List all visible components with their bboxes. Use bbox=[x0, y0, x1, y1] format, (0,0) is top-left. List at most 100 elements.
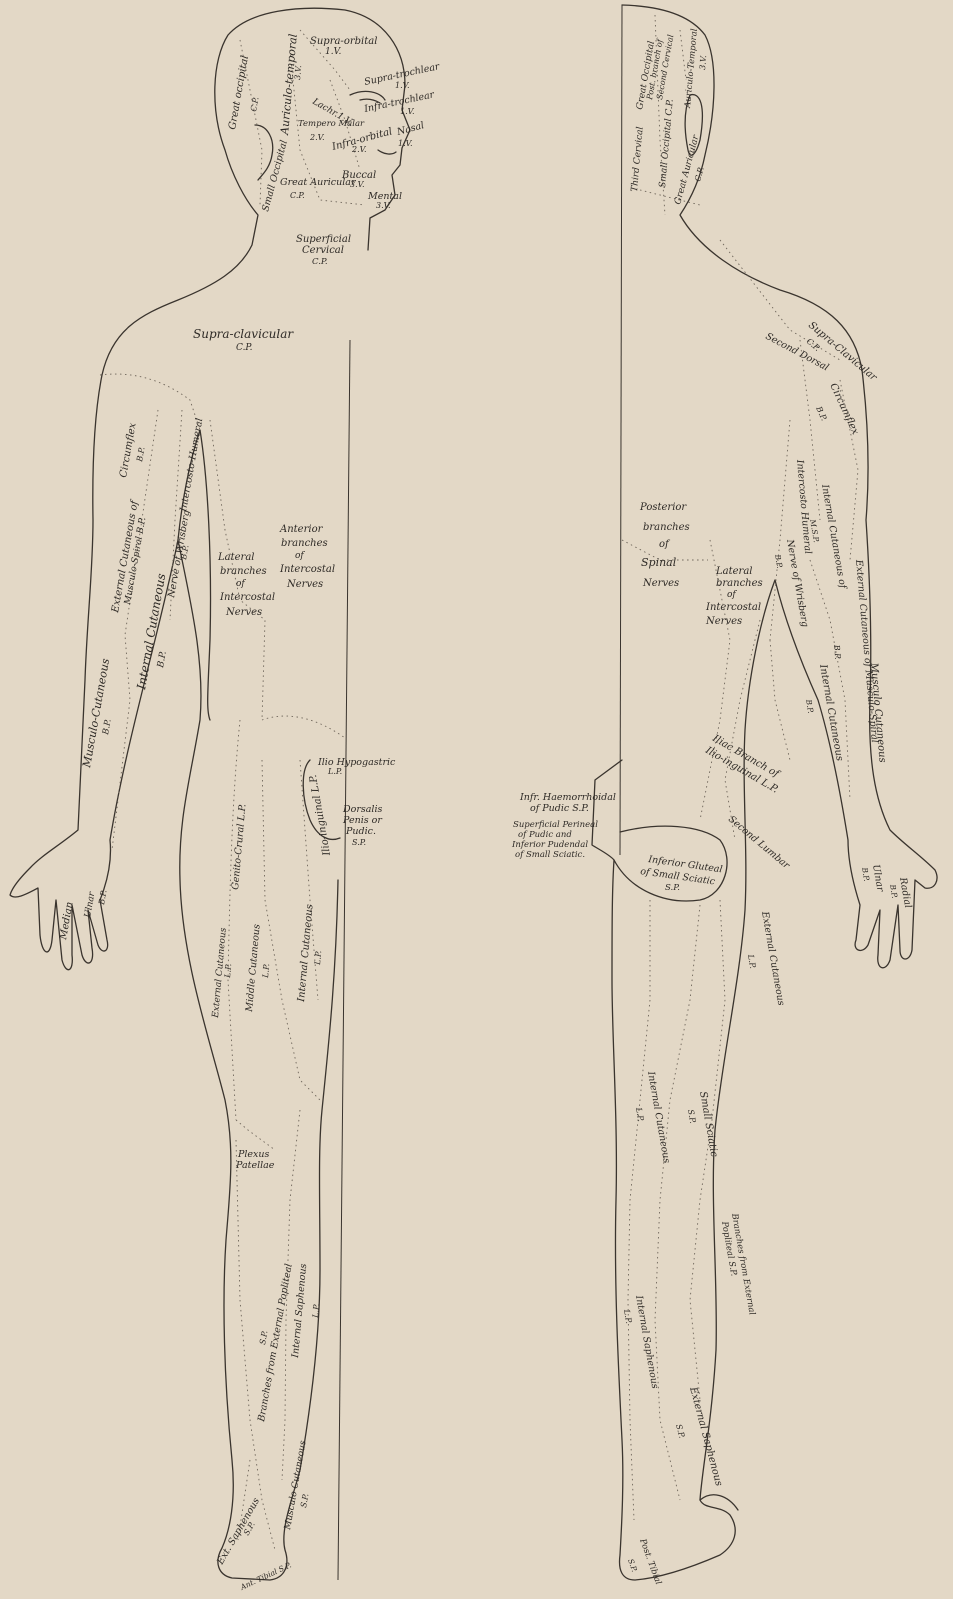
label-back-posterior-branches-2: branches bbox=[643, 522, 690, 533]
label-supra-clavicular-code: C.P. bbox=[236, 343, 253, 353]
label-back-posterior-branches: Posterior bbox=[639, 502, 687, 513]
label-great-occipital: Great occipital bbox=[227, 55, 251, 131]
label-intercosto-humeral: Intercosto-Humeral bbox=[178, 417, 205, 513]
label-nerve-of-wrisberg-code: B.P. bbox=[179, 544, 191, 561]
label-back-superficial-perineal-4: of Small Sciatic. bbox=[515, 850, 585, 860]
label-back-inf-haemorrhoidal: Infr. Haemorrhoidal bbox=[519, 792, 616, 803]
label-internal-cutaneous-thigh-code: L.P. bbox=[313, 950, 323, 966]
label-back-circumflex: Circumflex bbox=[827, 382, 861, 437]
label-back-external-cutaneous-ms-code: B.P. bbox=[832, 643, 842, 659]
back-midline bbox=[620, 5, 622, 855]
label-back-superficial-perineal-2: of Pudic and bbox=[518, 830, 572, 840]
label-back-post-tibial-code: S.P. bbox=[626, 1558, 639, 1574]
label-ulnar-code: B.P. bbox=[97, 889, 109, 906]
label-middle-cutaneous: Middle Cutaneous bbox=[244, 924, 263, 1014]
label-dorsalis-penis-code: S.P. bbox=[352, 838, 366, 847]
label-dorsalis-penis-3: Pudic. bbox=[345, 826, 376, 837]
label-supra-orbital: Supra-orbital bbox=[310, 36, 377, 47]
label-lateral-branches: Lateral bbox=[217, 552, 254, 563]
label-back-small-sciatic-code: S.P. bbox=[686, 1109, 697, 1124]
label-plexus-patellae-2: Patellae bbox=[235, 1160, 275, 1171]
label-auriculo-temporal: Auriculo-temporal bbox=[278, 33, 300, 136]
label-back-lateral-branches-4: Intercostal bbox=[705, 602, 761, 613]
label-internal-saphenous-front-code: L.P. bbox=[311, 1303, 321, 1319]
label-back-intercosto-humeral: Intercosto Humeral bbox=[794, 458, 813, 554]
label-ulnar: Ulnar bbox=[83, 891, 97, 919]
label-back-external-cutaneous: External Cutaneous bbox=[759, 910, 787, 1007]
label-supra-trochlear-code: 1.V. bbox=[395, 81, 410, 90]
label-nasal-code: 1.V. bbox=[398, 139, 413, 148]
label-back-posterior-branches-3: of bbox=[659, 539, 671, 550]
label-great-auricular: Great Auricular bbox=[280, 177, 357, 188]
label-anterior-branches: Anterior bbox=[279, 524, 324, 535]
label-internal-cutaneous-arm-code: B.P. bbox=[156, 650, 169, 669]
label-back-external-saphenous: External Saphenous bbox=[687, 1385, 724, 1487]
label-lateral-branches-4: Intercostal bbox=[219, 592, 275, 603]
label-musculo-cutaneous-leg-code: S.P. bbox=[299, 1493, 310, 1508]
label-superficial-cervical-code: C.P. bbox=[312, 257, 328, 267]
label-back-supra-clavicular: Supra-Clavicular bbox=[806, 320, 879, 384]
label-great-occipital-code: C.P. bbox=[249, 96, 260, 112]
label-middle-cutaneous-code: L.P. bbox=[261, 963, 271, 979]
label-back-lateral-branches-5: Nerves bbox=[705, 616, 742, 627]
label-anterior-branches-3: of bbox=[295, 551, 305, 561]
label-back-internal-cutaneous-thigh: Internal Cutaneous bbox=[645, 1070, 672, 1165]
label-dorsalis-penis-2: Penis or bbox=[342, 815, 383, 826]
label-back-lateral-branches-2: branches bbox=[716, 578, 763, 589]
label-back-small-occipital: Small Occipital C.P. bbox=[658, 99, 676, 189]
back-labels: Great Occipital Post. branch of Second C… bbox=[511, 28, 913, 1587]
front-midline bbox=[338, 340, 350, 1580]
label-musculo-cutaneous-leg: Musculo Cutaneous bbox=[283, 1440, 309, 1532]
label-infra-orbital-code: 2.V. bbox=[351, 145, 367, 154]
label-internal-cutaneous-thigh: Internal Cutaneous bbox=[296, 904, 316, 1004]
label-circumflex-code: B.P. bbox=[135, 446, 147, 463]
label-back-second-lumbar: Second Lumbar bbox=[726, 814, 792, 872]
label-back-internal-cutaneous-code: B.P. bbox=[804, 698, 815, 714]
label-median: Median bbox=[58, 901, 76, 941]
label-supra-orbital-code: 1.V. bbox=[325, 47, 342, 57]
label-ilio-hypogastric-code: L.P. bbox=[327, 767, 342, 776]
label-back-nerve-of-wrisberg-code: B.P. bbox=[773, 553, 784, 569]
label-lateral-branches-3: of bbox=[236, 579, 246, 589]
label-back-internal-cutaneous-thigh-code: L.P. bbox=[634, 1106, 645, 1123]
label-ext-saphenous-front: Ext. Saphenous bbox=[215, 1496, 263, 1567]
label-infra-trochlear-code: 1.V. bbox=[400, 107, 415, 116]
label-external-cutaneous-thigh-code: L.P. bbox=[223, 963, 233, 979]
label-back-great-auricular-code: C.P. bbox=[693, 166, 705, 183]
label-supra-clavicular: Supra-clavicular bbox=[193, 327, 294, 341]
front-mouth bbox=[378, 150, 396, 154]
label-internal-saphenous-front: Internal Saphenous bbox=[290, 1263, 309, 1359]
label-back-posterior-branches-5: Nerves bbox=[642, 578, 679, 589]
label-back-radial-code: B.P. bbox=[888, 883, 899, 899]
label-back-ulnar-code: B.P. bbox=[860, 866, 871, 882]
label-back-ulnar: Ulnar bbox=[870, 864, 886, 894]
label-back-superficial-perineal-3: Inferior Pudendal bbox=[511, 840, 588, 850]
label-back-circumflex-code: B.P. bbox=[814, 404, 829, 422]
label-anterior-branches-4: Intercostal bbox=[279, 564, 335, 575]
label-back-external-cutaneous-code: L.P. bbox=[746, 953, 757, 970]
label-back-lateral-branches-3: of bbox=[727, 590, 737, 600]
label-mental-code: 3.V. bbox=[376, 201, 391, 210]
label-plexus-patellae: Plexus bbox=[237, 1149, 270, 1160]
label-tempero-malar: Tempero Malar bbox=[298, 119, 365, 129]
label-nasal: Nasal bbox=[395, 120, 425, 138]
back-foot bbox=[700, 1495, 738, 1510]
label-genito-crural: Genito-Crural L.P. bbox=[230, 804, 248, 891]
label-back-lateral-branches: Lateral bbox=[715, 566, 752, 577]
label-auriculo-temporal-code: 3.V. bbox=[293, 65, 303, 80]
label-circumflex: Circumflex bbox=[118, 422, 139, 479]
label-dorsalis-penis: Dorsalis bbox=[342, 804, 382, 815]
label-great-auricular-code: C.P. bbox=[290, 191, 305, 200]
label-tempero-malar-code: 2.V. bbox=[309, 133, 325, 142]
label-back-inferior-gluteal-code: S.P. bbox=[665, 883, 680, 893]
label-back-third-cervical: Third Cervical bbox=[630, 126, 646, 192]
label-back-inf-haemorrhoidal-2: of Pudic S.P. bbox=[530, 803, 589, 814]
label-anterior-branches-2: branches bbox=[281, 538, 328, 549]
label-back-superficial-perineal: Superficial Perineal bbox=[513, 820, 598, 830]
label-ant-tibial: Ant. Tibial S.P. bbox=[238, 1560, 293, 1592]
label-branches-ext-popliteal-code: S.P. bbox=[258, 1330, 269, 1345]
label-back-auriculo-temporal-code: 3.V. bbox=[698, 55, 708, 70]
label-musculo-cutaneous-code: B.P. bbox=[101, 718, 114, 736]
label-anterior-branches-5: Nerves bbox=[286, 579, 323, 590]
